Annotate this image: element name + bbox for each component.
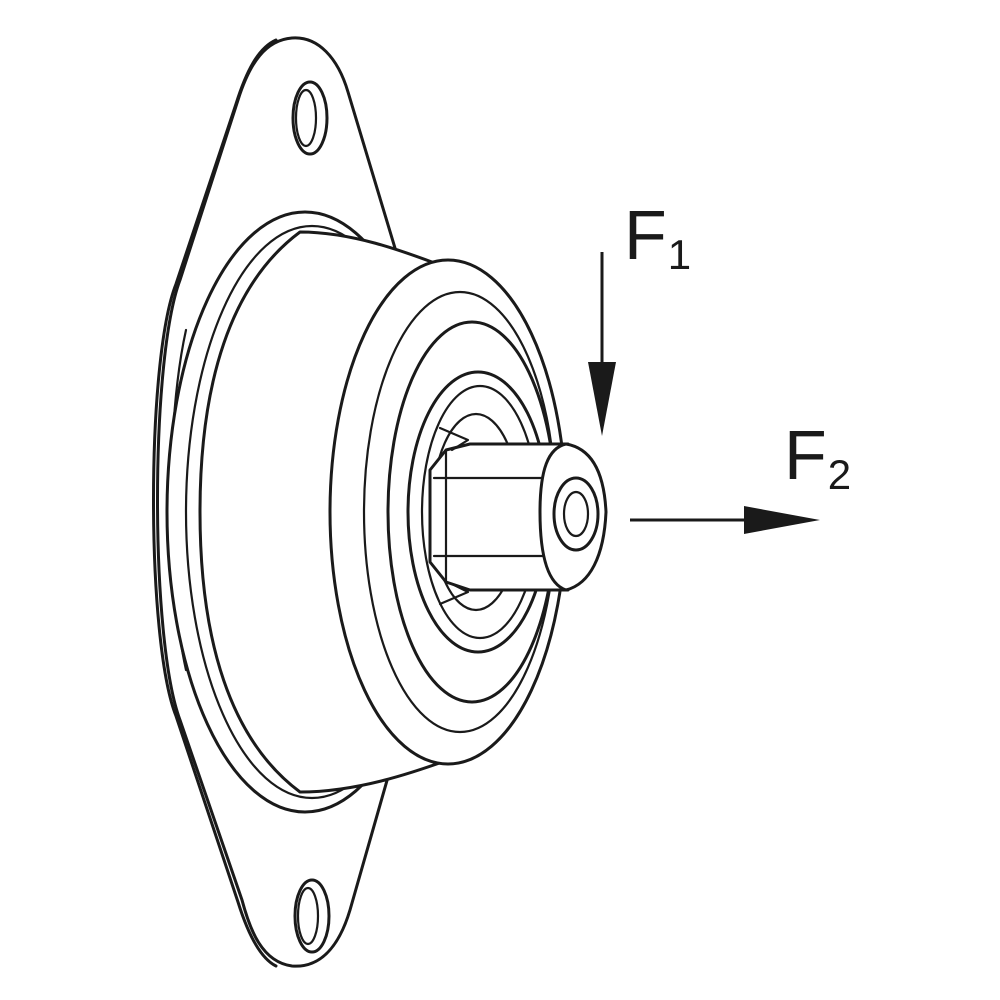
hex-stud [428,426,608,606]
force-label-f1: F1 [624,200,691,276]
mounting-hole-top-inner [294,88,318,148]
force-arrow-f1 [588,252,616,436]
force-label-f1-subscript: 1 [667,231,692,278]
force-arrow-f1-head [588,362,616,436]
threaded-hole [552,476,600,552]
force-label-f2-symbol: F [784,416,827,494]
flange-edge [152,38,278,968]
mounting-hole-top [291,80,329,156]
recess-notch-top [438,426,470,452]
force-arrow-f2 [630,506,820,534]
force-label-f2-subscript: 2 [827,451,852,498]
force-label-f1-symbol: F [624,196,667,274]
mounting-hole-bottom [293,878,331,954]
mounting-hole-bottom-inner [296,886,320,946]
force-label-f2: F2 [784,420,851,496]
threaded-hole-inner [562,490,590,538]
recess-notch-bottom [438,582,470,606]
force-arrow-f2-head [744,506,820,534]
hex-body [428,442,570,592]
